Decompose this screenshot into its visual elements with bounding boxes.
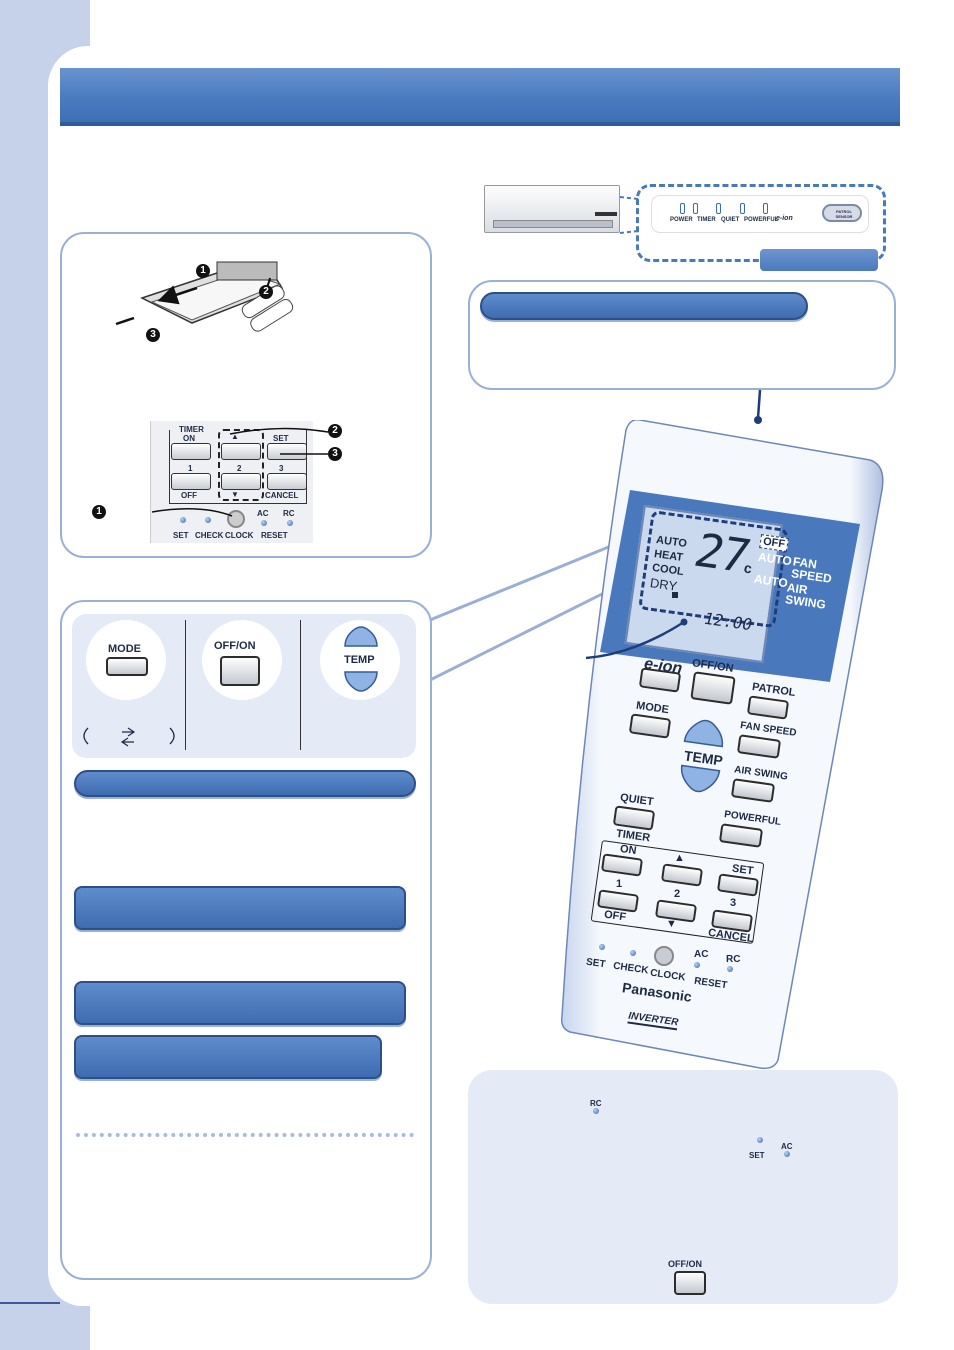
mini-set-caption: SET [173,531,189,540]
note-offon-button[interactable] [674,1271,706,1295]
offon-circle-label: OFF/ON [214,640,256,652]
note-set-label: SET [749,1151,765,1160]
mini-rc-led [287,520,293,526]
mini-up-arrow: ▲ [231,432,239,441]
indicator-quiet-label: QUIET [721,217,740,223]
mini-clock-caption: CLOCK [225,531,254,540]
section-pill-1 [74,770,416,797]
remote-set-led [599,944,605,950]
remote-down-arrow: ▼ [666,918,677,930]
lcd-air-swing-label: AIR SWING [784,580,827,612]
mode-circle-button[interactable] [106,657,148,676]
remote-up-arrow: ▲ [674,852,685,864]
mini-timer-frame [169,430,307,504]
temp-down-icon[interactable] [341,668,381,694]
note-offon-label: OFF/ON [668,1259,702,1269]
remote-one-label: 1 [616,878,623,890]
lcd-fan-speed-label: FAN SPEED [790,554,833,586]
mini-step-badge-1: 1 [92,505,106,519]
header-bar [60,68,900,126]
note-set-led [757,1137,763,1143]
mini-ac-led [261,520,267,526]
section-pill-2 [74,886,406,930]
mini-two-label: 2 [237,464,242,473]
mini-step-badge-2: 2 [328,424,342,438]
remote-check-led [630,950,636,956]
indoor-unit-vent [493,220,613,228]
mini-set-label: SET [273,434,289,443]
indoor-unit-display [595,212,617,216]
mini-on-button[interactable] [171,443,211,460]
mini-cancel-label: CANCEL [265,491,299,500]
strip-divider-1 [185,620,186,750]
mini-rc-label: RC [283,509,295,518]
mode-cycle-arrows [83,727,175,747]
note-ac-label: AC [781,1142,793,1151]
step-badge-3: 3 [146,328,160,342]
patrol-sensor-label: PATROL SENSOR [835,209,853,219]
section-pill-4 [74,1035,382,1079]
indicator-timer-label: TIMER [697,217,716,223]
mini-check-caption: CHECK [195,531,224,540]
mini-down-button[interactable] [221,473,261,490]
note-rc-label: RC [590,1099,602,1108]
mini-cancel-button[interactable] [267,473,307,490]
mini-on-label: ON [183,434,195,443]
mini-up-button[interactable] [221,443,261,460]
mini-reset-caption: RESET [261,531,288,540]
indicator-power-label: POWER [670,217,693,223]
indicator-tag [760,249,878,271]
lcd-mode-marker [672,592,678,598]
remote-ac-led [694,962,700,968]
mini-one-label: 1 [188,464,193,473]
mini-off-label: OFF [181,491,197,500]
mini-timer-label: TIMER [179,425,204,434]
mini-off-button[interactable] [171,473,211,490]
mini-set-led [180,517,186,523]
mode-circle-label: MODE [108,643,141,655]
remote-temp-up-button[interactable] [682,716,728,748]
indicator-powerful-label: POWERFUL [744,217,779,223]
note-ac-led [784,1151,790,1157]
mini-timer-section: TIMER ON SET ▲ 1 2 3 ▼ OFF CANCEL AC RC … [150,421,313,543]
mini-clock-button[interactable] [227,510,245,528]
strip-divider-2 [300,620,301,750]
display-info-pill [480,292,808,320]
patrol-sensor: PATROL SENSOR [822,204,862,222]
reset-note-panel [468,1070,898,1304]
offon-circle-button[interactable] [220,656,260,686]
remote-three-label: 3 [730,897,737,909]
temp-circle-label: TEMP [344,654,375,666]
step-badge-1: 1 [196,264,210,278]
indoor-unit [484,185,620,233]
mini-step-badge-3: 3 [328,447,342,461]
dotted-separator [76,1133,414,1137]
section-pill-3 [74,981,406,1025]
mini-three-label: 3 [279,464,284,473]
footer-line [0,1302,60,1304]
remote-two-label: 2 [674,888,681,900]
indicator-power [670,203,748,227]
mini-ac-label: AC [257,509,269,518]
step-badge-2: 2 [259,285,273,299]
remote-rc-led [727,966,733,972]
temp-up-icon[interactable] [341,624,381,650]
mini-set-button[interactable] [267,443,307,460]
lcd-clock-pointer [585,618,688,660]
remote-clock-button[interactable] [654,946,674,966]
mini-down-arrow: ▼ [231,490,239,499]
battery-cover-illustration [115,261,294,332]
mini-check-led [205,517,211,523]
mini-updown-dashed [218,429,264,501]
indicator-eion-label: e-ion [776,215,793,222]
remote-temp-down-button[interactable] [676,764,722,796]
note-rc-led [593,1108,599,1114]
remote-rc-label: RC [726,954,741,965]
info-to-remote-line [754,389,762,424]
indicator-callout-lines [619,196,639,234]
mini-callout-lines [151,427,329,517]
remote-offon-button[interactable] [690,671,736,705]
remote-ac-label: AC [694,949,709,960]
